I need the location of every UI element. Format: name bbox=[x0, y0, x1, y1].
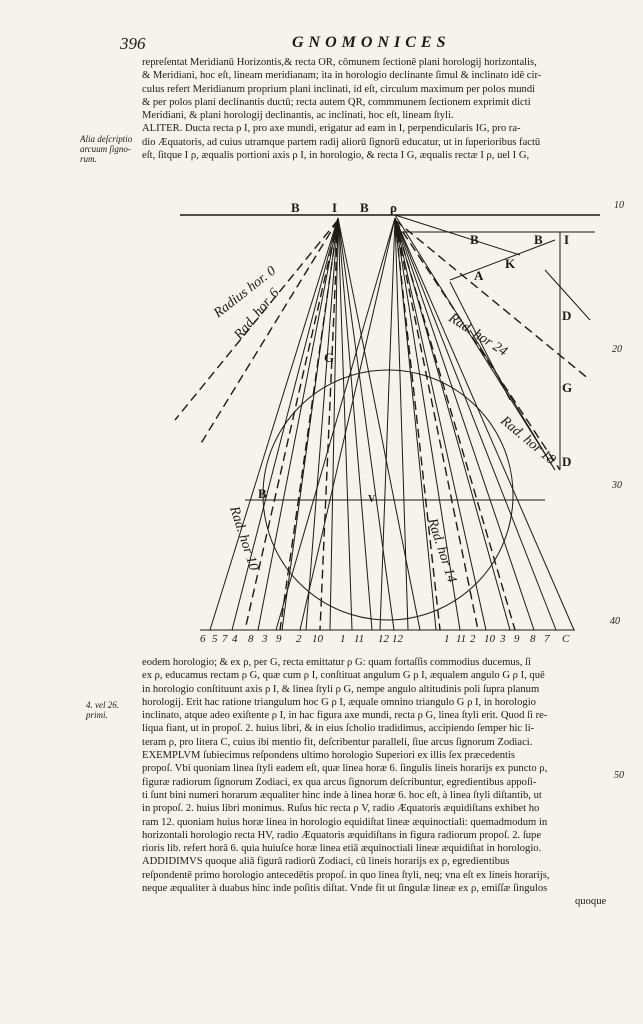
hour-number: 9 bbox=[276, 633, 282, 645]
text-line: ALITER. Ducta recta ρ I, pro axe mundi, … bbox=[142, 123, 521, 135]
hour-number: 8 bbox=[248, 633, 254, 645]
margin-note-alia: Alia deſcriptio arcuum ſigno- rum. bbox=[80, 134, 133, 164]
label-K: K bbox=[505, 256, 516, 271]
hour-number: C bbox=[562, 633, 570, 645]
text-line: in propoſ. 2. huius libri monimus. Ruſus… bbox=[142, 803, 540, 815]
hour-number: 8 bbox=[530, 633, 536, 645]
line-number: 40 bbox=[610, 616, 620, 627]
text-line: horizontali horologio recta HV, radio Æq… bbox=[142, 829, 542, 841]
hour-number: 11 bbox=[456, 633, 466, 645]
label-B: B bbox=[291, 200, 300, 215]
label-B: B bbox=[258, 486, 267, 501]
hour-number: 12 bbox=[392, 633, 404, 645]
label-I: I bbox=[332, 200, 337, 215]
text-line: ex ρ, educamus rectam ρ G, quæ cum ρ I, … bbox=[142, 670, 545, 682]
text-block-top: repreſentat Meridianū Horizontis,& recta… bbox=[142, 56, 620, 162]
text-line: figuræ radiorum ſignorum Zodiaci, ex qua… bbox=[142, 776, 537, 788]
text-line: horologij. Erit hac ratione triangulum h… bbox=[142, 696, 536, 708]
hour-number: 9 bbox=[514, 633, 520, 645]
text-line: in horologio conſtituunt axis ρ I, & lin… bbox=[142, 683, 540, 695]
text-line: neque æqualiter à duabus hinc inde poſit… bbox=[142, 883, 548, 895]
hour-number: 1 bbox=[444, 633, 450, 645]
label-B: B bbox=[360, 200, 369, 215]
hour-number: 10 bbox=[312, 633, 324, 645]
page-number: 396 bbox=[120, 34, 146, 53]
label-A: A bbox=[474, 268, 484, 283]
hour-number: 7 bbox=[222, 633, 228, 645]
text-block-bottom: eodem horologio; & ex ρ, per G, recta em… bbox=[142, 656, 620, 895]
running-head: GNOMONICES bbox=[292, 34, 451, 51]
text-line: eſt, ſitque I ρ, æqualis portioni axis ρ… bbox=[142, 150, 530, 162]
text-line: Meridiani, & plani horologij declinantis… bbox=[142, 110, 454, 122]
hour-number: 12 bbox=[378, 633, 390, 645]
label-G: G bbox=[562, 380, 572, 395]
text-line: dio Æquatoris, ad cuius utramque partem … bbox=[142, 136, 541, 148]
text-line: culus refert Meridianum proprium plani i… bbox=[142, 83, 536, 95]
hour-number: 2 bbox=[296, 633, 302, 645]
text-line: repreſentat Meridianū Horizontis,& recta… bbox=[142, 57, 537, 68]
hour-number: 3 bbox=[499, 633, 506, 645]
text-line: eodem horologio; & ex ρ, per G, recta em… bbox=[142, 657, 531, 668]
hour-number: 1 bbox=[340, 633, 346, 645]
hour-number: 4 bbox=[232, 633, 238, 645]
sundial-figure: B I B ρ B B I K A D G D G B V Radius hor… bbox=[174, 200, 600, 645]
label-B: B bbox=[534, 232, 543, 247]
text-line: rioris lib. refert horā 6. quia huiuſce … bbox=[142, 843, 542, 855]
line-number: 20 bbox=[612, 344, 622, 355]
label-D: D bbox=[562, 308, 571, 323]
text-line: ram 12. quoniam huius horæ linea in horo… bbox=[142, 816, 548, 828]
text-line: & per polos plani declinantis ductū; rec… bbox=[142, 96, 531, 108]
label-V: V bbox=[368, 494, 376, 505]
text-line: teram ρ, pro litera C, cuius ibi mentio … bbox=[142, 736, 533, 748]
line-number: 30 bbox=[612, 480, 622, 491]
text-line: EXEMPLVM ſubiecimus reſpondens ultimo ho… bbox=[142, 750, 515, 762]
text-line: ADDIDIMVS quoque aliā figurā radiorū Zod… bbox=[142, 856, 510, 868]
hour-number: 10 bbox=[484, 633, 496, 645]
line-number: 50 bbox=[614, 770, 624, 781]
hour-number: 11 bbox=[354, 633, 364, 645]
label-D: D bbox=[562, 454, 571, 469]
label-G: G bbox=[324, 350, 334, 365]
label-B: B bbox=[470, 232, 479, 247]
margin-note-ref: 4. vel 26. primi. bbox=[86, 700, 119, 720]
text-line: & Meridiani, hoc eſt, lineam meridianam;… bbox=[142, 70, 542, 82]
ray-label-hor-24: Rad. hor 24 bbox=[445, 310, 510, 359]
text-line: inclinato, atque adeo exiſtente ρ I, in … bbox=[142, 710, 548, 722]
text-line: ti ſunt bini numeri horarum æqualiter hi… bbox=[142, 789, 542, 801]
text-line: propoſ. Vbi quoniam linea ſtyli eadem eſ… bbox=[142, 763, 548, 775]
hour-number: 7 bbox=[544, 633, 550, 645]
text-line: liqua fiant, ut in propoſ. 2. huius libr… bbox=[142, 723, 535, 735]
label-rho: ρ bbox=[390, 200, 397, 215]
line-number: 10 bbox=[614, 200, 624, 211]
hour-number: 3 bbox=[261, 633, 268, 645]
bottom-hour-numbers: 6 5 7 4 8 3 9 2 10 1 11 12 12 1 11 2 10 … bbox=[200, 633, 570, 645]
label-I: I bbox=[564, 232, 569, 247]
ray-label-hor-14: Rad. hor 14 bbox=[424, 516, 459, 585]
hour-number: 5 bbox=[212, 633, 218, 645]
text-line: reſpondentē primo horologio antecedētis … bbox=[142, 869, 550, 881]
hour-number: 2 bbox=[470, 633, 476, 645]
catchword: quoque bbox=[575, 896, 607, 907]
hour-number: 6 bbox=[200, 633, 206, 645]
